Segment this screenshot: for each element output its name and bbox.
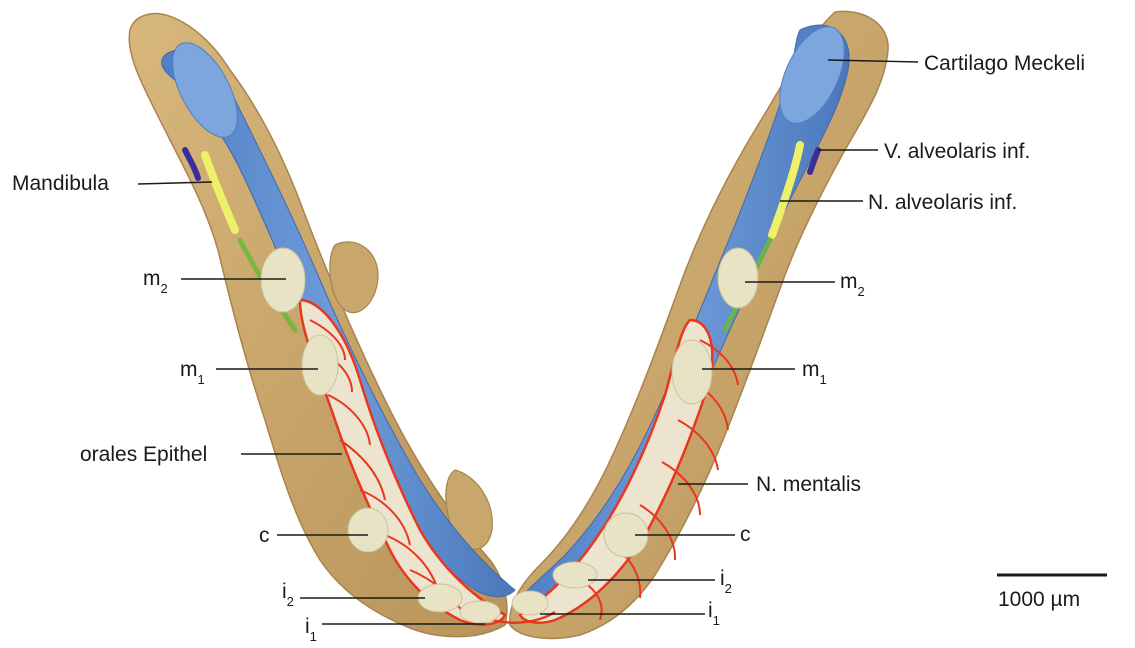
epithel-right-folds <box>579 339 739 621</box>
epithel-left-folds <box>309 319 466 616</box>
i1-left-germ <box>459 600 501 624</box>
label-mandibula: Mandibula <box>12 172 109 195</box>
i1-right-germ <box>511 590 549 616</box>
label-i1-right: i1 <box>708 599 720 628</box>
vein-left <box>182 147 201 181</box>
nerve-left <box>201 151 239 234</box>
label-orales-epithel: orales Epithel <box>80 443 207 466</box>
leader-mandibula <box>137 181 213 185</box>
mandibula-left-lower-bulge <box>445 469 493 550</box>
label-m2-left: m2 <box>143 267 168 296</box>
label-i2-left: i2 <box>282 580 294 609</box>
label-m1-right: m1 <box>802 358 827 387</box>
vein-right <box>807 147 821 175</box>
cartilage-left-cut-face <box>172 42 238 138</box>
mandibula-left-bulge <box>329 241 379 314</box>
labels: Cartilago Meckeli V. alveolaris inf. N. … <box>12 52 1085 644</box>
cartilage-left <box>161 49 516 598</box>
scale-bar-label: 1000 µm <box>998 588 1080 611</box>
cartilago-meckeli-shape <box>161 24 850 606</box>
m2-right-germ <box>717 247 759 309</box>
nerve-right <box>768 141 804 239</box>
tooth-germs <box>260 247 759 624</box>
scale-bar: 1000 µm <box>997 573 1107 611</box>
label-i1-left: i1 <box>305 615 317 644</box>
cartilage-right-cut-face <box>779 26 845 124</box>
label-c-left: c <box>259 524 270 547</box>
leader-lines <box>137 59 919 625</box>
label-c-right: c <box>740 523 751 546</box>
m2-left-germ <box>260 247 306 313</box>
label-n-mentalis: N. mentalis <box>756 473 861 496</box>
leader-cartilago <box>827 59 919 63</box>
label-i2-right: i2 <box>720 567 732 596</box>
epithel-left <box>298 298 507 626</box>
c-left-germ <box>347 507 389 553</box>
m1-right-germ <box>671 339 713 405</box>
i2-right-germ <box>552 561 598 589</box>
label-m1-left: m1 <box>180 358 205 387</box>
label-cartilago-meckeli: Cartilago Meckeli <box>924 52 1085 75</box>
label-n-alveolaris-inf: N. alveolaris inf. <box>868 191 1017 214</box>
m1-left-germ <box>301 334 339 396</box>
mandibula-bone <box>128 10 889 640</box>
label-m2-right: m2 <box>840 270 865 299</box>
label-v-alveolaris-inf: V. alveolaris inf. <box>884 140 1030 163</box>
